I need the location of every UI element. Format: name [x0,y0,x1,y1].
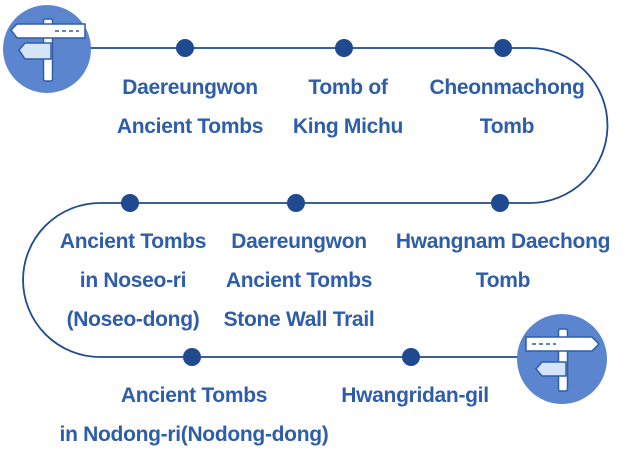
stop-dot-nodong-ri [183,348,201,366]
stop-label-line: in Nodong-ri(Nodong-dong) [59,423,329,446]
stop-dot-noseo-ri [121,194,139,212]
stop-label-line: Daereungwon [122,76,258,99]
start-signpost-icon [3,5,91,93]
stop-label-line: Cheonmachong [429,76,585,99]
stop-label-line: Tomb of [308,76,388,99]
stop-label-hwangnam-daechong-tomb: Hwangnam Daechong Tomb [395,222,611,300]
stop-label-line: Ancient Tombs [225,269,373,292]
stop-label-line: King Michu [292,115,404,138]
stop-label-ancient-tombs-nodong-ri: Ancient Tombs in Nodong-ri(Nodong-dong) [60,376,329,454]
stop-label-line: (Noseo-dong) [66,308,200,331]
stop-label-daereungwon-ancient-tombs: Daereungwon Ancient Tombs [116,68,264,146]
stop-dot-king-michu [335,39,353,57]
stop-label-line: Daereungwon [231,230,367,253]
stop-dot-daereungwon [176,39,194,57]
route-line [22,47,609,358]
stop-label-tomb-of-king-michu: Tomb of King Michu [293,68,403,146]
stop-label-ancient-tombs-noseo-ri: Ancient Tombs in Noseo-ri (Noseo-dong) [59,222,207,339]
stop-label-cheonmachong-tomb: Cheonmachong Tomb [429,68,584,146]
stop-label-line: in Noseo-ri [79,269,187,292]
stop-label-daereungwon-stone-wall-trail: Daereungwon Ancient Tombs Stone Wall Tra… [224,222,375,339]
stop-dot-hwangridan [402,348,420,366]
stop-dot-stone-wall-trail [287,194,305,212]
stop-label-line: Stone Wall Trail [223,308,375,331]
stop-label-line: Hwangridan-gil [341,384,489,407]
stop-label-line: Tomb [479,115,535,138]
end-signpost-icon [517,314,607,404]
stop-dot-hwangnam [491,194,509,212]
stop-label-line: Tomb [475,269,531,292]
stop-label-line: Hwangnam Daechong [395,230,611,253]
stop-label-line: Ancient Tombs [59,230,207,253]
stop-label-line: Ancient Tombs [116,115,264,138]
stop-label-line: Ancient Tombs [120,384,268,407]
stop-label-hwangridan-gil: Hwangridan-gil [341,376,489,415]
stop-dot-cheonmachong [494,39,512,57]
